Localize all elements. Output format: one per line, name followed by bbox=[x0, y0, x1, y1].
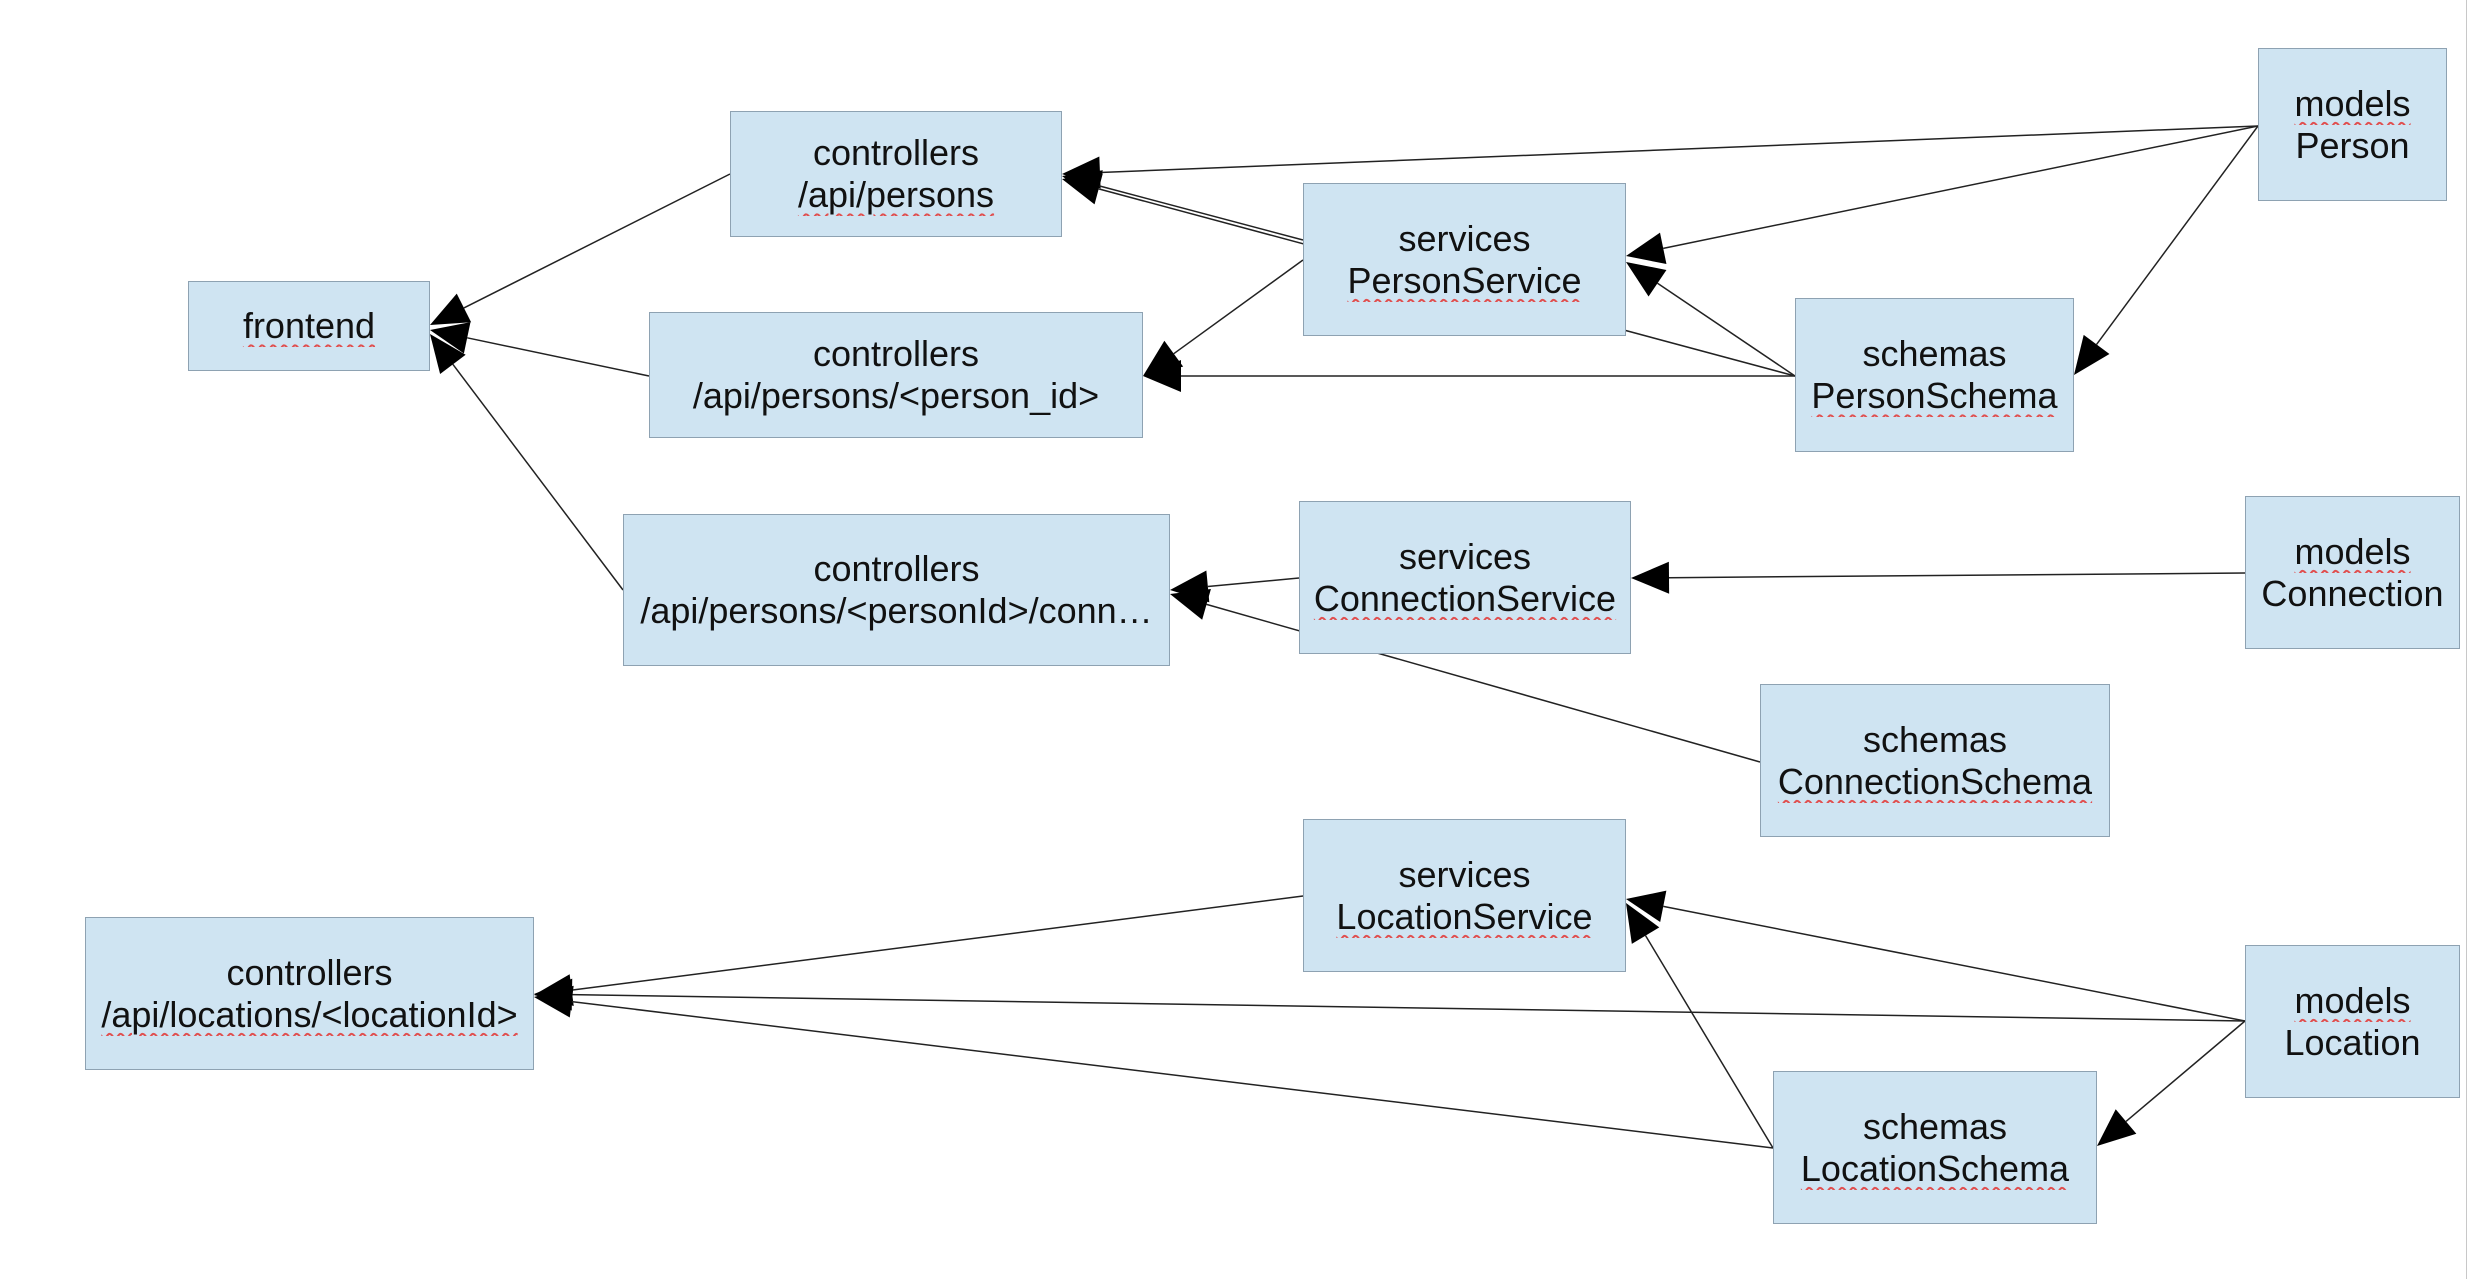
arrowhead-icon bbox=[430, 334, 466, 374]
node-label-line1: schemas bbox=[1862, 718, 2008, 760]
edge-line-ctrl-conn-to-frontend bbox=[452, 363, 624, 591]
node-label-line2: LocationService bbox=[1336, 895, 1593, 937]
edge-line-schema-conn-to-ctrl-conn bbox=[1206, 603, 1761, 763]
node-label-line2: Person bbox=[2295, 124, 2410, 166]
node-models-location[interactable]: models Location bbox=[2245, 945, 2460, 1098]
node-services-person-service[interactable]: services PersonService bbox=[1303, 183, 1626, 336]
arrowhead-icon bbox=[1631, 561, 1670, 594]
node-label-line1: services bbox=[1398, 853, 1531, 895]
page-right-border bbox=[2466, 0, 2467, 1279]
node-label-line1: schemas bbox=[1862, 1105, 2008, 1147]
node-label-line2: /api/persons bbox=[797, 174, 995, 215]
arrowhead-icon bbox=[1626, 890, 1667, 923]
node-label-line1: controllers bbox=[812, 132, 980, 173]
arrowhead-icon bbox=[2074, 334, 2110, 375]
node-label-line2: Connection bbox=[2261, 572, 2444, 614]
node-controllers-api-locations[interactable]: controllers /api/locations/<locationId> bbox=[85, 917, 534, 1070]
edge-line-model-location-to-svc-location bbox=[1663, 905, 2246, 1022]
arrowhead-icon bbox=[1626, 903, 1660, 944]
node-services-connection-service[interactable]: services ConnectionService bbox=[1299, 501, 1631, 654]
arrowhead-icon bbox=[1626, 262, 1667, 297]
node-label-line1: frontend bbox=[242, 305, 376, 346]
edge-line-ctrl-persons-to-frontend bbox=[463, 173, 731, 309]
node-models-person[interactable]: models Person bbox=[2258, 48, 2447, 201]
arrowhead-icon bbox=[430, 322, 471, 354]
node-label-line2: ConnectionService bbox=[1313, 577, 1617, 619]
arrowhead-icon bbox=[1170, 589, 1211, 620]
edge-line-model-location-to-ctrl-locations bbox=[571, 993, 2246, 1022]
node-frontend[interactable]: frontend bbox=[188, 281, 430, 371]
node-controllers-api-person-id[interactable]: controllers /api/persons/<person_id> bbox=[649, 312, 1143, 438]
node-label-line2: ConnectionSchema bbox=[1777, 760, 2093, 802]
node-models-connection[interactable]: models Connection bbox=[2245, 496, 2460, 649]
arrowhead-icon bbox=[534, 985, 574, 1018]
node-controllers-api-persons[interactable]: controllers /api/persons bbox=[730, 111, 1062, 237]
node-label-line2: LocationSchema bbox=[1800, 1147, 2070, 1189]
node-schemas-location-schema[interactable]: schemas LocationSchema bbox=[1773, 1071, 2097, 1224]
node-label-line1: services bbox=[1398, 535, 1532, 577]
edge-line-svc-person-to-ctrl-persons bbox=[1098, 185, 1304, 241]
node-services-location-service[interactable]: services LocationService bbox=[1303, 819, 1626, 972]
node-label-line2: /api/persons/<person_id> bbox=[692, 375, 1100, 416]
node-schemas-connection-schema[interactable]: schemas ConnectionSchema bbox=[1760, 684, 2110, 837]
edge-line-model-location-to-schema-location bbox=[2125, 1020, 2246, 1123]
arrowhead-icon bbox=[2097, 1109, 2137, 1146]
edge-line-svc-person-to-ctrl-person-id bbox=[1173, 259, 1304, 355]
arrowhead-icon bbox=[430, 293, 472, 325]
node-label-line1: controllers bbox=[813, 548, 980, 589]
node-label-line1: models bbox=[2294, 530, 2411, 572]
edge-line-model-person-to-svc-person bbox=[1663, 125, 2259, 250]
node-label-line1: models bbox=[2294, 979, 2411, 1021]
edge-line-svc-location-to-ctrl-locations bbox=[571, 895, 1304, 991]
edge-line-model-conn-to-svc-conn bbox=[1668, 572, 2246, 579]
arrowhead-icon bbox=[1062, 173, 1103, 205]
node-label-line1: schemas bbox=[1862, 333, 2007, 374]
node-label-line1: controllers bbox=[812, 333, 980, 374]
edge-line-schema-location-to-ctrl-locations bbox=[571, 1000, 1774, 1149]
node-label-line1: controllers bbox=[226, 951, 393, 993]
edge-line-schema-location-to-svc-location bbox=[1644, 935, 1774, 1149]
node-label-line2: /api/persons/<personId>/conn… bbox=[640, 590, 1153, 631]
node-label-line1: models bbox=[2294, 82, 2411, 124]
edge-line-svc-conn-to-ctrl-conn bbox=[1207, 577, 1300, 588]
node-label-line1: services bbox=[1398, 217, 1531, 259]
node-label-line2: Location bbox=[2284, 1021, 2421, 1063]
node-label-line2: PersonSchema bbox=[1811, 375, 2058, 416]
arrowhead-icon bbox=[1143, 360, 1181, 392]
arrowhead-icon bbox=[1626, 232, 1667, 265]
edge-line-model-person-to-schema-person bbox=[2095, 125, 2259, 345]
edge-line-model-person-to-ctrl-persons bbox=[1099, 125, 2259, 174]
edge-line-ctrl-person-id-to-frontend bbox=[467, 337, 650, 377]
node-label-line2: PersonService bbox=[1347, 259, 1582, 301]
node-label-line2: /api/locations/<locationId> bbox=[101, 993, 518, 1035]
edge-line-schema-person-to-svc-person bbox=[1657, 282, 1796, 377]
node-controllers-api-connections[interactable]: controllers /api/persons/<personId>/conn… bbox=[623, 514, 1170, 666]
node-schemas-person-schema[interactable]: schemas PersonSchema bbox=[1795, 298, 2074, 452]
